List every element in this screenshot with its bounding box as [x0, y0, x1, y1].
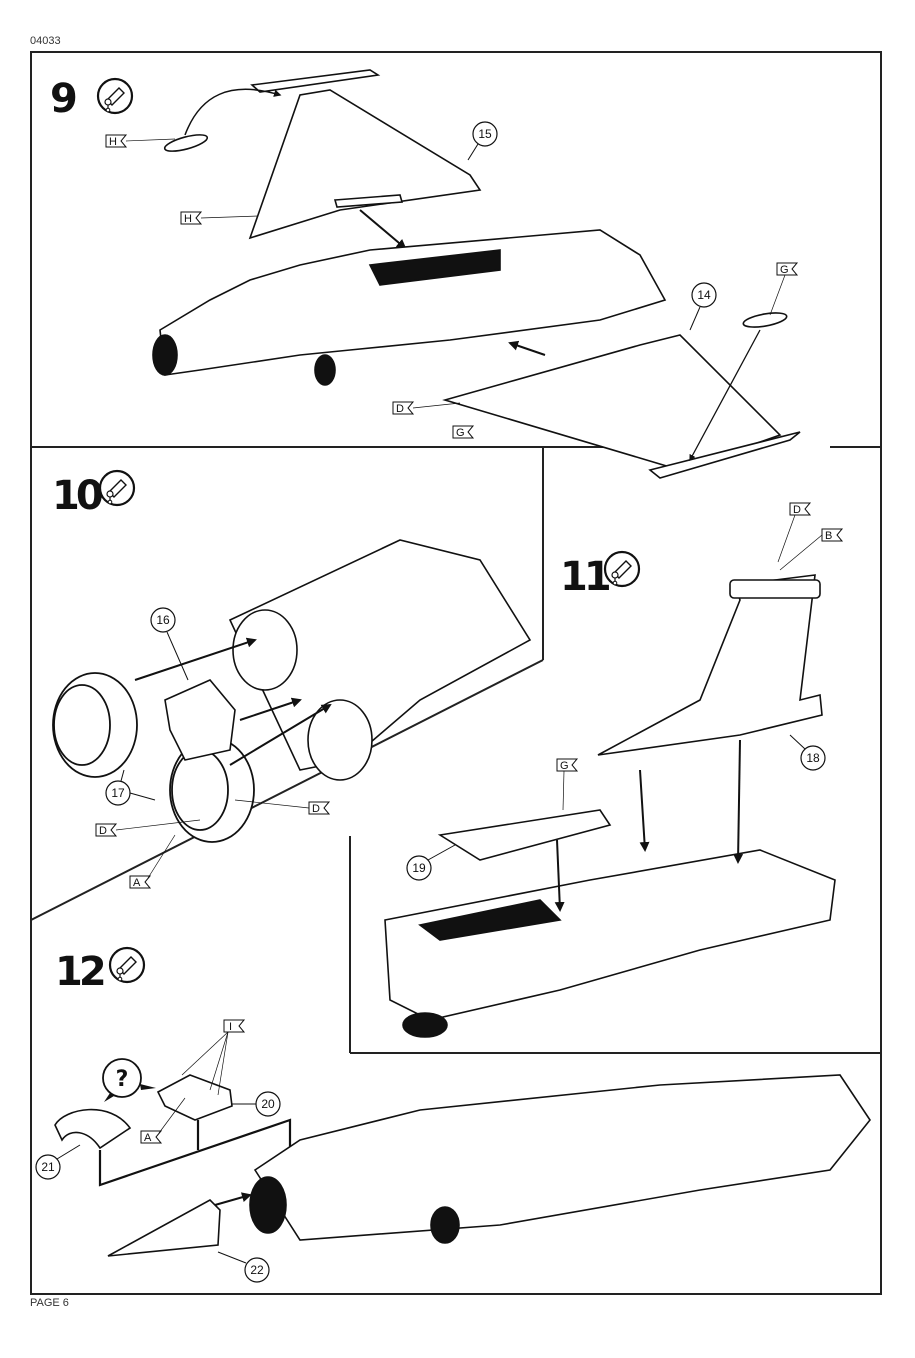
fuselage-rear	[228, 539, 532, 781]
flag-d: D	[392, 401, 461, 415]
callout-16: 16	[150, 607, 189, 681]
step-number: 11	[560, 554, 610, 600]
glue-tube-icon	[603, 550, 641, 588]
step-11: 11 18 19 D	[384, 502, 844, 1038]
callout-22: 22	[217, 1251, 270, 1283]
svg-text:?: ?	[116, 1067, 129, 1092]
callout-19: 19	[406, 844, 456, 881]
svg-text:A: A	[144, 1132, 152, 1144]
svg-text:A: A	[133, 877, 141, 889]
svg-text:D: D	[396, 403, 404, 415]
glue-tube-icon	[98, 469, 136, 507]
flag-h-1: H	[105, 134, 176, 148]
svg-text:14: 14	[697, 288, 711, 302]
document-code: 04033	[30, 35, 61, 47]
svg-text:19: 19	[412, 861, 426, 875]
svg-text:G: G	[780, 264, 789, 276]
fin-part-18	[597, 574, 823, 756]
callout-21: 21	[35, 1144, 81, 1180]
flag-b: B	[779, 528, 844, 571]
step-9: 9 15	[50, 69, 801, 479]
callout-18: 18	[789, 734, 826, 771]
flag-g-2: G	[769, 262, 799, 316]
flag-d-right: D	[234, 799, 331, 815]
svg-text:21: 21	[41, 1160, 55, 1174]
svg-text:16: 16	[156, 613, 170, 627]
nozzle-part-17a	[52, 672, 138, 778]
svg-text:22: 22	[250, 1263, 264, 1277]
insert-part-16	[164, 679, 236, 761]
page-number: PAGE 6	[30, 1297, 69, 1309]
flag-h-2: H	[180, 211, 259, 225]
svg-text:B: B	[825, 530, 832, 542]
step-number: 9	[50, 76, 76, 122]
callout-17: 17	[105, 769, 156, 806]
flag-i: I	[181, 1019, 246, 1096]
canopy-part-20	[156, 1074, 233, 1121]
svg-text:20: 20	[261, 1097, 275, 1111]
canopy-part-21	[54, 1108, 132, 1150]
glue-tube-icon	[108, 946, 146, 984]
svg-text:D: D	[99, 825, 107, 837]
flag-g-1: G	[452, 425, 475, 439]
callout-20: 20	[232, 1091, 281, 1117]
svg-text:H: H	[109, 136, 117, 148]
fuselage-step12	[249, 1074, 871, 1244]
svg-text:H: H	[184, 213, 192, 225]
panel-borders	[30, 51, 882, 1295]
flag-a: A	[140, 1097, 186, 1144]
step-number: 10	[52, 473, 102, 519]
svg-text:15: 15	[478, 127, 492, 141]
svg-text:D: D	[793, 504, 801, 516]
svg-text:I: I	[229, 1021, 232, 1033]
svg-text:D: D	[312, 803, 320, 815]
fuselage-step11	[384, 849, 836, 1038]
svg-text:G: G	[560, 760, 569, 772]
canard-part-15	[163, 69, 482, 240]
spine-part-19	[437, 809, 612, 861]
step-10: 10 16 17	[52, 469, 532, 889]
flag-d: D	[777, 502, 812, 563]
svg-text:17: 17	[111, 786, 125, 800]
flag-a: A	[129, 834, 176, 889]
wing-part-14	[442, 312, 801, 479]
nosecone-part-22	[107, 1199, 221, 1257]
glue-tube-icon	[96, 77, 134, 115]
fuselage	[152, 229, 667, 386]
question-bubble: ?	[102, 1058, 156, 1102]
step-number: 12	[55, 949, 104, 995]
step-12: 12 ? 20 21 2	[35, 946, 871, 1283]
flag-d-left: D	[95, 819, 201, 837]
callout-15: 15	[467, 121, 498, 161]
callout-14: 14	[689, 282, 717, 331]
flag-g: G	[556, 758, 579, 811]
svg-text:G: G	[456, 427, 465, 439]
svg-text:18: 18	[806, 751, 820, 765]
